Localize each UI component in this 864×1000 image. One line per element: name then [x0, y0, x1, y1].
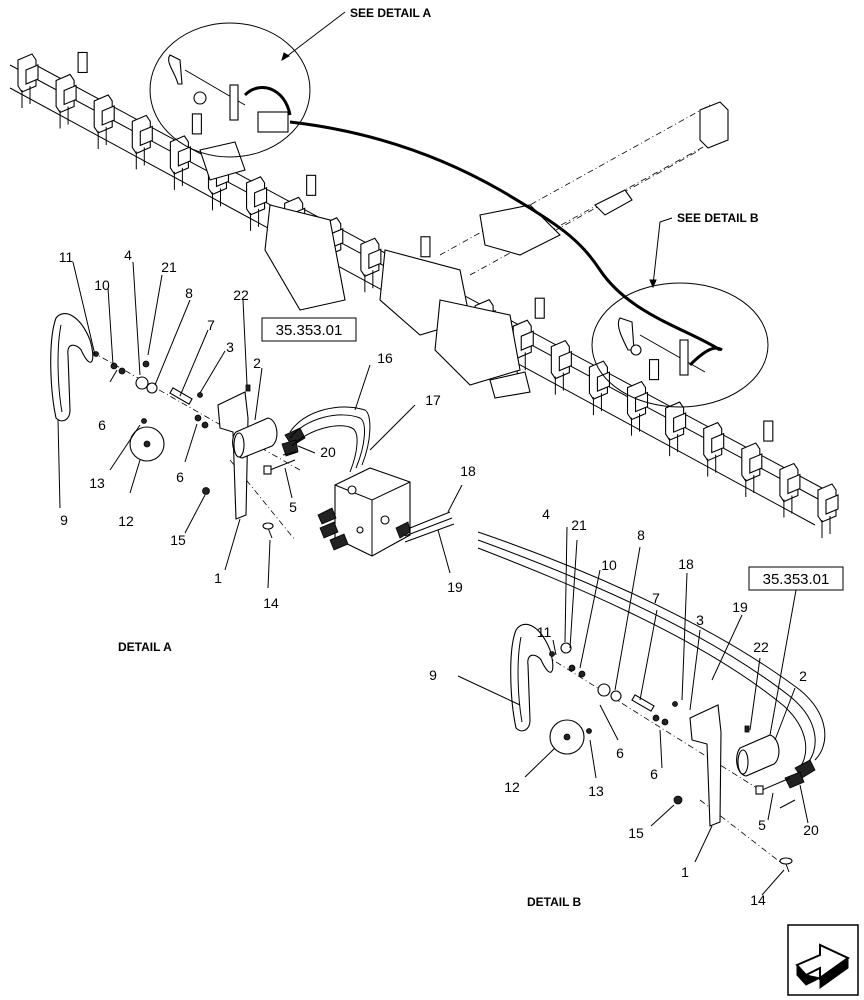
detail-b-callout-11: 11 — [537, 624, 552, 640]
bracket-b — [689, 704, 722, 827]
detail-b-callout-6: 6 — [616, 745, 624, 761]
chain-loop-a — [50, 313, 94, 422]
detail-a-callout-21: 21 — [161, 259, 177, 275]
detail-a-callout-7: 7 — [207, 317, 215, 333]
detail-a-callout-6: 6 — [176, 469, 184, 485]
see-detail-a-leader — [281, 11, 346, 61]
detail-b-callout-7: 7 — [652, 590, 660, 606]
next-page-arrow-icon[interactable] — [787, 924, 859, 996]
detail-a-callout-9: 9 — [60, 512, 68, 528]
detail-b-callout-8: 8 — [637, 527, 645, 543]
detail-b-callout-20: 20 — [803, 822, 819, 838]
detail-a-callout-6: 6 — [98, 417, 106, 433]
detail-a-callout-15: 15 — [170, 532, 186, 548]
reference-box-a: 35.353.01 — [261, 317, 357, 342]
bracket-a — [217, 391, 249, 520]
row-unit — [512, 297, 545, 375]
reference-box-b: 35.353.01 — [748, 566, 844, 591]
center-frame — [199, 141, 561, 399]
detail-b-title: DETAIL B — [527, 895, 582, 909]
detail-b-ellipse — [591, 282, 769, 408]
row-unit — [17, 53, 39, 108]
detail-a-callout-16: 16 — [377, 350, 393, 366]
detail-a-title: DETAIL A — [118, 640, 172, 654]
reference-a-text: 35.353.01 — [276, 322, 343, 339]
main-harness-hose — [289, 120, 721, 352]
detail-b-callout-3: 3 — [696, 612, 704, 628]
detail-a-ellipse — [149, 22, 311, 158]
row-unit — [779, 462, 801, 518]
detail-b-leaders — [457, 526, 809, 896]
detail-a-callout-numbers: 11 10 4 21 8 22 73 2 16 17 6 13 12 9 6 20 5 18 15 1 14 19 — [59, 247, 476, 611]
detail-a-callout-13: 13 — [89, 475, 105, 491]
detail-b-callout-10: 10 — [601, 557, 617, 573]
row-unit — [55, 51, 88, 129]
detail-b-callout-22: 22 — [753, 639, 769, 655]
row-unit — [626, 359, 660, 436]
detail-a-callout-1: 1 — [214, 570, 222, 586]
detail-b-mini — [617, 317, 723, 376]
detail-a-callout-14: 14 — [263, 595, 279, 611]
detail-b-callout-5: 5 — [758, 817, 766, 833]
detail-b-callout-9: 9 — [429, 667, 437, 683]
detail-a-callout-10: 10 — [94, 277, 110, 293]
detail-b-callout-15: 15 — [628, 825, 644, 841]
detail-a-callout-18: 18 — [460, 463, 476, 479]
row-unit — [817, 483, 839, 538]
see-detail-b-callout: SEE DETAIL B — [677, 211, 759, 225]
detail-a-callout-8: 8 — [185, 285, 193, 301]
detail-a-leaders — [57, 261, 463, 589]
detail-a-callout-22: 22 — [233, 287, 249, 303]
detail-a-callout-20: 20 — [320, 444, 336, 460]
detail-b-callout-21: 21 — [571, 517, 587, 533]
row-unit — [131, 114, 153, 170]
row-unit — [550, 339, 572, 395]
detail-b-callout-12: 12 — [504, 779, 520, 795]
detail-a-exploded-view — [50, 313, 455, 557]
detail-a-mini — [168, 54, 292, 133]
detail-b-callout-6: 6 — [650, 766, 658, 782]
detail-b-callout-14: 14 — [750, 892, 766, 908]
chain-loop-b — [510, 623, 554, 732]
detail-a-callout-4: 4 — [124, 247, 132, 263]
detail-b-callout-19: 19 — [732, 599, 748, 615]
detail-b-callout-4: 4 — [542, 506, 550, 522]
row-unit — [246, 176, 268, 231]
row-unit — [703, 421, 725, 477]
row-unit — [93, 94, 115, 149]
detail-a-callout-11: 11 — [59, 249, 74, 265]
detail-a-callout-19: 19 — [447, 579, 463, 595]
see-detail-a-callout: SEE DETAIL A — [350, 6, 431, 20]
row-unit-group — [17, 51, 839, 538]
detail-a-callout-2: 2 — [253, 355, 261, 371]
reference-b-text: 35.353.01 — [763, 571, 830, 588]
detail-a-callout-17: 17 — [425, 392, 441, 408]
detail-b-callout-1: 1 — [681, 864, 689, 880]
row-unit — [360, 237, 382, 293]
detail-b-callout-13: 13 — [588, 783, 604, 799]
detail-b-callout-18: 18 — [678, 556, 694, 572]
detail-a-callout-3: 3 — [226, 339, 234, 355]
detail-b-callout-2: 2 — [799, 668, 807, 684]
row-unit — [741, 420, 774, 498]
row-unit — [588, 360, 610, 416]
detail-b-exploded-view — [477, 531, 826, 873]
row-unit — [665, 401, 687, 457]
see-detail-b-leader — [652, 217, 673, 286]
detail-a-callout-12: 12 — [118, 513, 134, 529]
detail-a-callout-5: 5 — [289, 499, 297, 515]
